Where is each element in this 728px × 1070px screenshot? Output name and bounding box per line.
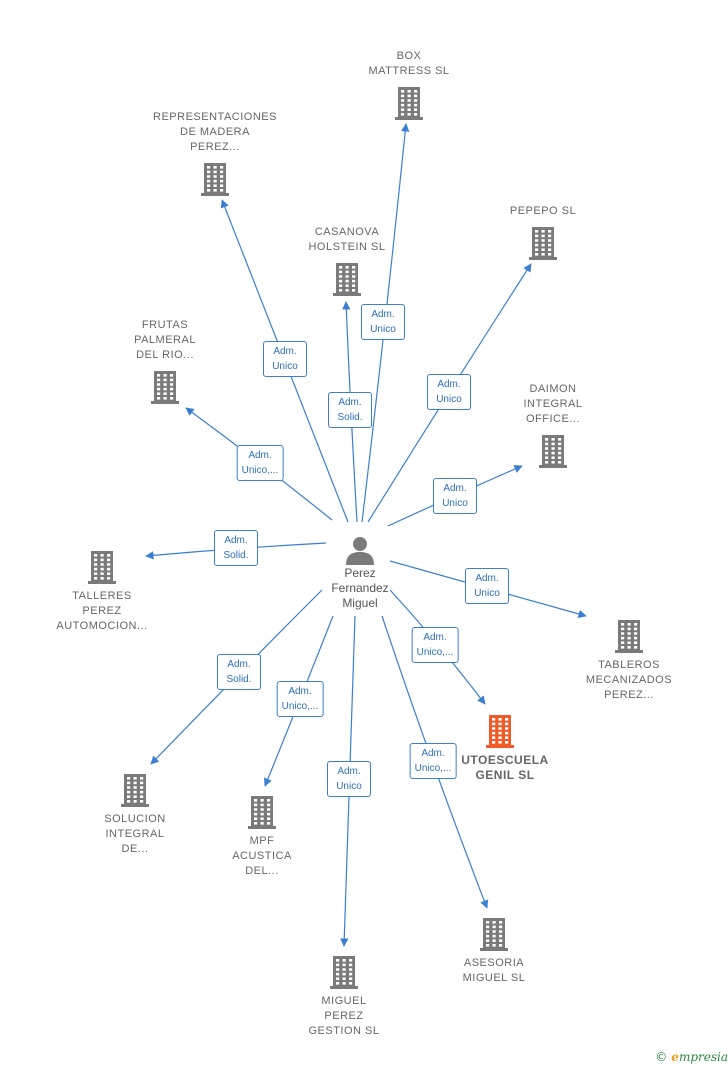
edge-label-box-mattress[interactable]: Adm. Unico: [361, 304, 405, 340]
company-name: MPF ACUSTICA DEL...: [232, 835, 292, 877]
company-node-miguel-perez[interactable]: MIGUEL PEREZ GESTION SL: [274, 954, 414, 1039]
company-name: BOX MATTRESS SL: [368, 50, 450, 77]
company-node-box-mattress[interactable]: BOX MATTRESS SL: [339, 49, 479, 121]
company-node-representaciones[interactable]: REPRESENTACIONES DE MADERA PEREZ...: [145, 110, 285, 197]
edge-label-mpf[interactable]: Adm. Unico,...: [276, 681, 324, 717]
edge-label-daimon[interactable]: Adm. Unico: [433, 478, 477, 514]
building-icon: [615, 620, 643, 653]
company-name: TALLERES PEREZ AUTOMOCION...: [56, 590, 148, 632]
building-icon: [529, 227, 557, 260]
company-node-daimon[interactable]: DAIMON INTEGRAL OFFICE...: [483, 382, 623, 469]
company-node-solucion[interactable]: SOLUCION INTEGRAL DE...: [65, 772, 205, 857]
company-node-asesoria[interactable]: ASESORIA MIGUEL SL: [424, 916, 564, 986]
edge-label-solucion[interactable]: Adm. Solid.: [217, 654, 261, 690]
company-name: DAIMON INTEGRAL OFFICE...: [523, 383, 583, 425]
building-icon: [151, 371, 179, 404]
footer-brand: ©empresia: [655, 1050, 728, 1064]
company-name: TABLEROS MECANIZADOS PEREZ...: [585, 659, 673, 701]
company-name: PEPEPO SL: [509, 205, 577, 217]
company-node-casanova[interactable]: CASANOVA HOLSTEIN SL: [277, 225, 417, 297]
brand-initial: e: [671, 1050, 679, 1064]
company-name: SOLUCION INTEGRAL DE...: [104, 813, 166, 855]
edge-label-miguel-perez[interactable]: Adm. Unico: [327, 761, 371, 797]
building-icon: [330, 956, 358, 989]
company-node-pepepo[interactable]: PEPEPO SL: [473, 204, 613, 261]
building-icon: [333, 263, 361, 296]
company-name: CASANOVA HOLSTEIN SL: [308, 226, 386, 253]
edge-label-talleres[interactable]: Adm. Solid.: [214, 530, 258, 566]
edge-label-frutas[interactable]: Adm. Unico,...: [236, 445, 284, 481]
company-node-autoescuela[interactable]: UTOESCUELA GENIL SL: [430, 713, 570, 783]
person-icon: [346, 537, 374, 565]
edge-label-representaciones[interactable]: Adm. Unico: [263, 341, 307, 377]
copyright-symbol: ©: [655, 1050, 668, 1064]
company-name: UTOESCUELA GENIL SL: [461, 753, 549, 782]
company-name: FRUTAS PALMERAL DEL RIO...: [134, 319, 196, 361]
edge-representaciones: [220, 199, 349, 523]
company-node-tableros[interactable]: TABLEROS MECANIZADOS PEREZ...: [559, 618, 699, 703]
center-person-name: Perez Fernandez Miguel: [331, 566, 389, 610]
center-person[interactable]: Perez Fernandez Miguel: [300, 534, 420, 611]
edge-label-casanova[interactable]: Adm. Solid.: [328, 392, 372, 428]
company-name: ASESORIA MIGUEL SL: [462, 957, 526, 984]
building-icon: [248, 796, 276, 829]
company-node-mpf[interactable]: MPF ACUSTICA DEL...: [192, 794, 332, 879]
company-name: MIGUEL PEREZ GESTION SL: [308, 995, 380, 1037]
edge-label-pepepo[interactable]: Adm. Unico: [427, 374, 471, 410]
building-icon: [121, 774, 149, 807]
building-icon: [88, 551, 116, 584]
company-name: REPRESENTACIONES DE MADERA PEREZ...: [153, 111, 277, 153]
company-node-talleres[interactable]: TALLERES PEREZ AUTOMOCION...: [32, 549, 172, 634]
building-icon: [539, 435, 567, 468]
building-icon: [486, 715, 514, 748]
edge-label-tableros[interactable]: Adm. Unico: [465, 568, 509, 604]
edge-label-asesoria[interactable]: Adm. Unico,...: [409, 743, 457, 779]
building-icon: [395, 87, 423, 120]
building-icon: [480, 918, 508, 951]
edge-label-autoescuela[interactable]: Adm. Unico,...: [411, 627, 459, 663]
brand-name: mpresia: [678, 1050, 728, 1064]
company-node-frutas[interactable]: FRUTAS PALMERAL DEL RIO...: [95, 318, 235, 405]
building-icon: [201, 163, 229, 196]
